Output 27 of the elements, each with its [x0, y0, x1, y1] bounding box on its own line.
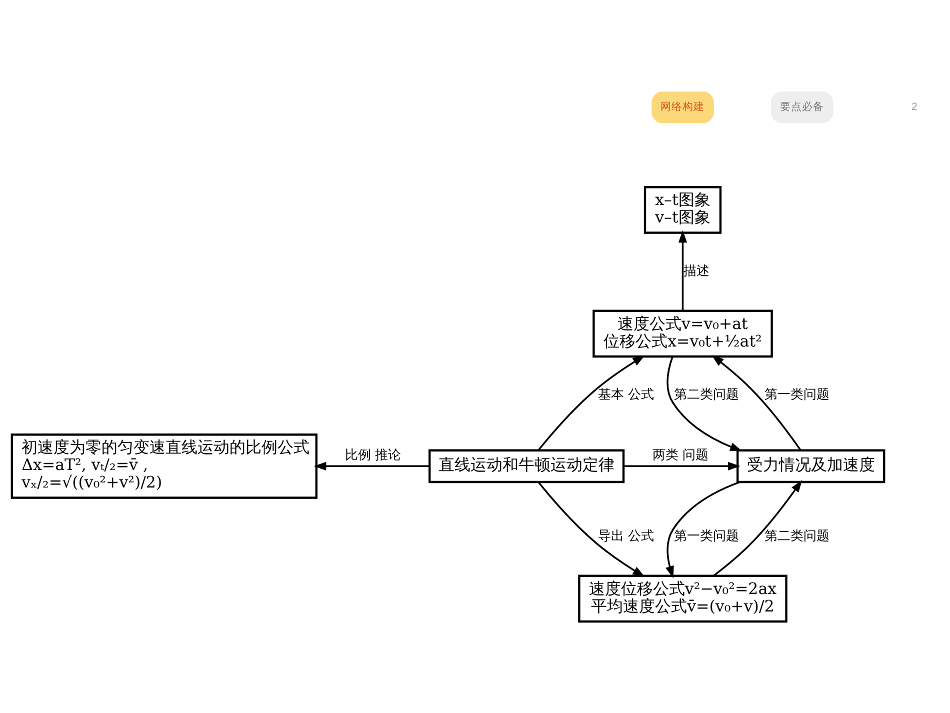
node-box: x–t图象 v–t图象	[644, 186, 722, 234]
arrow	[538, 355, 645, 451]
edge-label: 导出 公式	[598, 528, 654, 544]
edge-label: 第一类问题	[674, 528, 739, 544]
edge-label: 描述	[683, 264, 710, 279]
node-box: 受力情况及加速度	[736, 449, 886, 484]
arrow	[666, 481, 740, 578]
arrow	[666, 356, 742, 452]
node-box: 直线运动和牛顿运动定律	[428, 449, 625, 484]
arrow	[712, 354, 802, 451]
node-box: 初速度为零的匀变速直线运动的比例公式 Δx=aT², vₜ/₂=v̄ , vₓ/₂=√((v₀²+v²)/2)	[10, 434, 318, 499]
arrow	[314, 462, 430, 470]
node-box: 速度公式v=v₀+at 位移公式x=v₀t+½at²	[592, 310, 773, 358]
edge-label: 两类 问题	[652, 448, 709, 464]
arrow	[713, 480, 802, 576]
arrow	[678, 230, 688, 310]
label: 2	[911, 101, 918, 114]
edge-label: 第二类问题	[764, 528, 830, 544]
edge-label: 比例 推论	[344, 448, 402, 464]
label: 网络构建	[660, 101, 705, 114]
edge-label: 第二类问题	[674, 388, 739, 403]
edge-label: 第一类问题	[764, 388, 830, 403]
label: 要点必备	[780, 101, 824, 114]
arrow	[624, 462, 740, 470]
node-box: 速度位移公式v²−v₀²=2ax 平均速度公式v̄=(v₀+v)/2	[578, 574, 788, 623]
arrow	[538, 482, 645, 577]
edge-label: 基本 公式	[598, 388, 654, 403]
